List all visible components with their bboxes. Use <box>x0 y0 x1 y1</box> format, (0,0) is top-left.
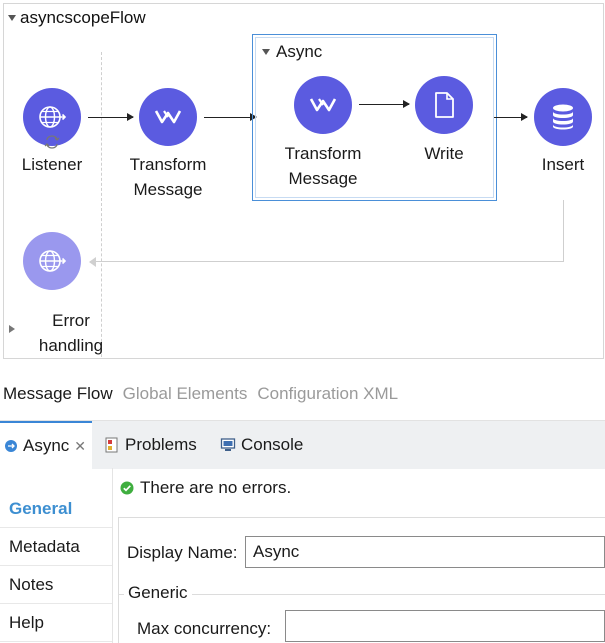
async-transform-message-line1: Transform <box>284 144 362 163</box>
async-scope-inner <box>255 37 494 198</box>
generic-group-title: Generic <box>124 583 192 603</box>
async-transform-message-node[interactable] <box>294 76 352 134</box>
tab-problems[interactable]: Problems <box>104 421 197 469</box>
transform-message-line2: Message <box>133 180 203 199</box>
general-form <box>118 517 605 643</box>
nav-help[interactable]: Help <box>0 604 112 642</box>
transform-message-node[interactable] <box>139 88 197 146</box>
async-scope-title: Async <box>276 42 323 61</box>
globe-icon <box>39 250 67 272</box>
flow-container <box>3 3 604 359</box>
insert-node[interactable] <box>534 88 592 146</box>
write-node[interactable] <box>415 76 473 134</box>
write-label: Write <box>424 144 464 163</box>
arrow-transform-to-async <box>204 113 257 121</box>
nav-notes[interactable]: Notes <box>0 566 112 604</box>
flow-name: asyncscopeFlow <box>20 8 146 27</box>
tab-global-elements[interactable]: Global Elements <box>122 384 248 403</box>
error-handling-line1: Error <box>52 311 90 330</box>
listener-label: Listener <box>21 155 83 174</box>
insert-label: Insert <box>541 155 585 174</box>
validation-status: There are no errors. <box>120 478 291 498</box>
transform-message-line1: Transform <box>129 155 207 174</box>
flow-canvas[interactable]: asyncscopeFlow Listener Transform Messag… <box>0 0 605 360</box>
listener-response-node[interactable] <box>23 232 81 290</box>
max-concurrency-label: Max concurrency: <box>137 619 272 638</box>
arrow-listener-to-transform <box>88 113 134 121</box>
nav-general[interactable]: General <box>0 490 112 528</box>
globe-icon <box>39 106 67 128</box>
dataweave-icon <box>309 98 337 112</box>
return-arrow-head <box>89 257 96 267</box>
editor-tabs: Message Flow Global Elements Configurati… <box>0 384 398 412</box>
tab-message-flow[interactable]: Message Flow <box>3 384 113 403</box>
expand-error-handling-icon[interactable] <box>9 325 15 333</box>
properties-divider <box>112 468 113 643</box>
async-component-icon <box>5 440 17 452</box>
problems-icon <box>105 437 118 453</box>
source-divider <box>101 52 102 357</box>
arrow-transform-to-write <box>359 100 410 108</box>
check-circle-icon <box>120 481 134 495</box>
tab-problems-label: Problems <box>125 435 197 454</box>
display-name-label: Display Name: <box>127 543 238 562</box>
tab-console[interactable]: Console <box>220 421 303 469</box>
display-name-input[interactable] <box>245 536 605 568</box>
sync-icon <box>44 135 60 149</box>
error-handling-label[interactable]: Error handling <box>24 308 118 358</box>
console-icon <box>220 438 236 451</box>
tab-async-label: Async <box>23 436 70 455</box>
flow-header[interactable]: asyncscopeFlow <box>8 8 146 28</box>
async-scope-header[interactable]: Async <box>262 42 322 62</box>
async-transform-message-line2: Message <box>288 169 358 188</box>
collapse-triangle-icon[interactable] <box>262 49 270 55</box>
tab-console-label: Console <box>241 435 304 454</box>
file-icon <box>435 92 454 118</box>
close-icon[interactable]: ✕ <box>74 437 87 454</box>
generic-group <box>118 594 605 643</box>
transform-message-label: Transform Message <box>118 152 218 202</box>
database-icon <box>553 104 573 130</box>
dataweave-icon <box>154 110 182 124</box>
return-path-line <box>90 200 564 262</box>
panel-tab-bar: Async ✕ Problems Console <box>0 420 605 469</box>
status-message: There are no errors. <box>140 478 292 497</box>
max-concurrency-input[interactable] <box>285 610 605 642</box>
collapse-triangle-icon[interactable] <box>8 15 16 21</box>
nav-metadata[interactable]: Metadata <box>0 528 112 566</box>
arrow-async-to-insert <box>494 113 528 121</box>
tab-configuration-xml[interactable]: Configuration XML <box>257 384 399 403</box>
tab-async-properties[interactable]: Async ✕ <box>0 421 92 469</box>
async-transform-message-label: Transform Message <box>272 141 374 191</box>
error-handling-line2: handling <box>38 336 104 355</box>
